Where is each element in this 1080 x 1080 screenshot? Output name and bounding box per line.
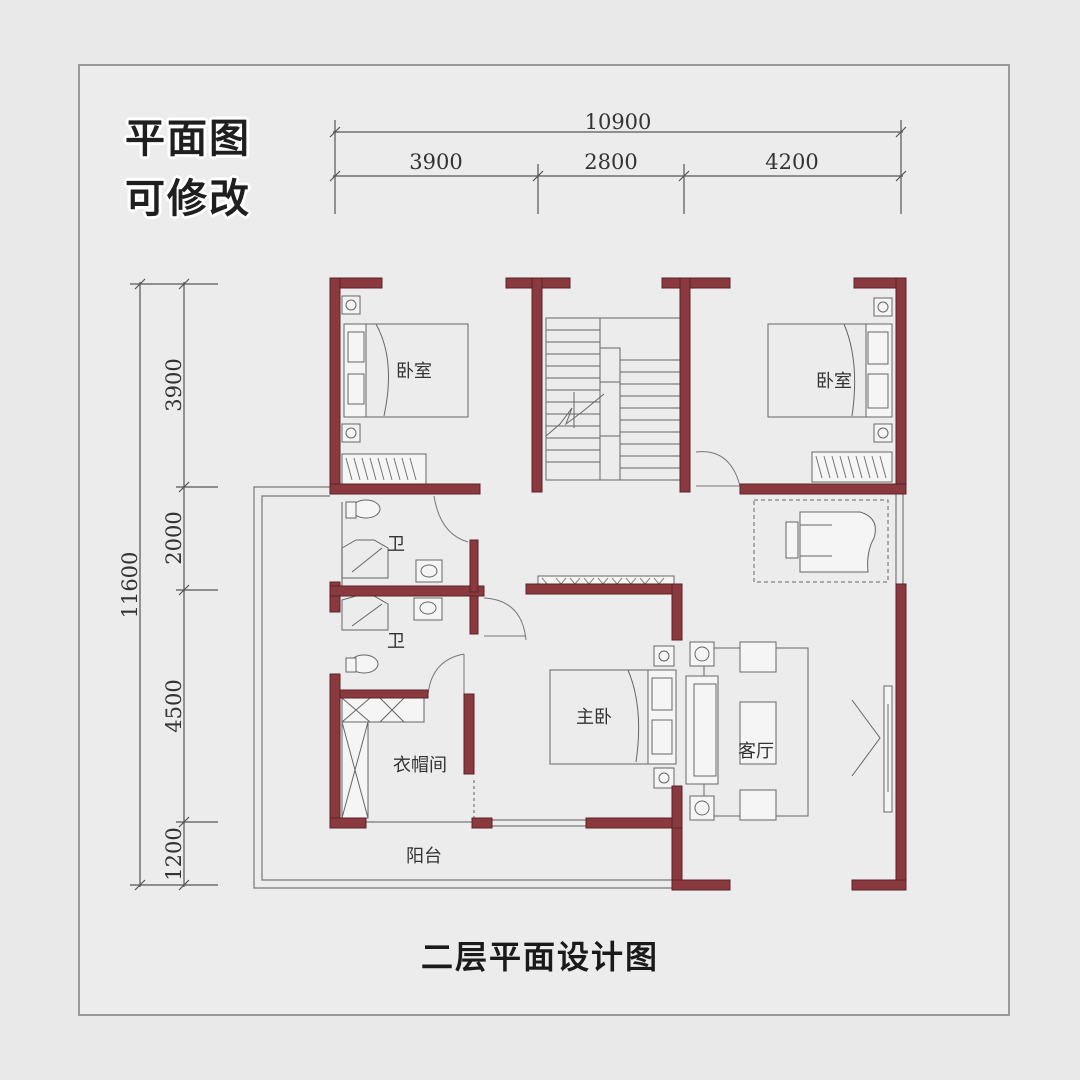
dim-depth-1: 3900	[162, 358, 186, 411]
bathroom-fixtures	[341, 499, 443, 674]
badge-editable: 可修改	[125, 176, 251, 222]
bedroom-right-furniture	[767, 297, 893, 483]
living-room-furniture	[685, 641, 893, 821]
walls	[329, 277, 907, 891]
master-bedroom-furniture	[537, 575, 677, 789]
staircase	[545, 317, 685, 481]
left-dimension-lines	[130, 278, 218, 891]
dim-width-2: 2800	[584, 150, 637, 174]
room-label-living-room: 客厅	[738, 741, 774, 762]
room-label-bedroom-left: 卧室	[396, 361, 432, 382]
badge-floor-plan: 平面图	[125, 116, 251, 162]
room-label-bath-lower: 卫	[387, 631, 405, 652]
room-label-master-bedroom: 主卧	[576, 707, 612, 728]
door-swings	[427, 451, 741, 695]
room-label-balcony: 阳台	[406, 846, 442, 867]
dim-depth-4: 1200	[162, 827, 186, 880]
top-dimension-lines	[329, 120, 907, 214]
balcony-railing	[253, 486, 672, 889]
dim-total-width: 10900	[585, 110, 652, 134]
piano-icon	[753, 499, 889, 583]
room-label-cloakroom: 衣帽间	[393, 755, 447, 776]
room-label-bath-upper: 卫	[387, 534, 405, 555]
plan-caption: 二层平面设计图	[420, 938, 659, 976]
room-label-bedroom-right: 卧室	[816, 371, 852, 392]
dim-width-1: 3900	[409, 150, 462, 174]
bedroom-left-furniture	[341, 295, 469, 485]
dim-width-3: 4200	[765, 150, 818, 174]
dim-total-depth: 11600	[118, 552, 142, 619]
cloakroom-wardrobe	[341, 697, 425, 819]
dim-depth-2: 2000	[162, 511, 186, 564]
dim-depth-3: 4500	[162, 679, 186, 732]
